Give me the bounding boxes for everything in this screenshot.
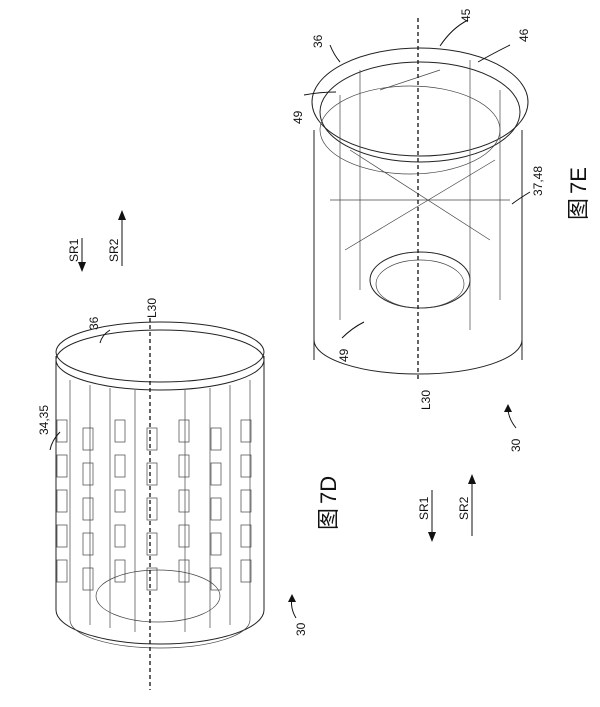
spring-tab <box>146 497 158 521</box>
spring-tab <box>210 567 222 591</box>
spring-tab <box>146 532 158 556</box>
ring-36-outer-7e <box>311 47 529 157</box>
spring-tab <box>82 462 94 486</box>
spring-tab <box>146 567 158 591</box>
label-sr2-lower: SR2 <box>457 496 471 520</box>
figure-7d-caption: 图 7D <box>316 476 341 530</box>
label-46: 46 <box>517 28 531 42</box>
spring-tab <box>114 419 126 443</box>
label-30-7e: 30 <box>509 438 523 452</box>
spring-tab <box>178 559 190 583</box>
figure-7e-drawing <box>311 18 529 380</box>
leader-46 <box>477 44 511 63</box>
leader-34-35 <box>49 431 61 451</box>
sr1-arrowhead-upper <box>78 262 86 272</box>
spring-tab <box>114 489 126 513</box>
spring-tab <box>56 454 68 478</box>
label-sr2-upper: SR2 <box>107 238 121 262</box>
spring-tab <box>178 524 190 548</box>
label-49-top: 49 <box>291 110 305 124</box>
spring-tab <box>146 427 158 451</box>
figure-7d-number: 7D <box>316 476 341 504</box>
label-30-7d: 30 <box>294 622 308 636</box>
leader-lines <box>49 19 531 619</box>
cylinder-7d-bottom-inner <box>69 619 251 649</box>
spring-tab <box>114 559 126 583</box>
spring-tab <box>240 454 252 478</box>
spring-tab <box>82 567 94 591</box>
bore-49-bottom-inner <box>375 259 465 309</box>
spring-tab <box>56 489 68 513</box>
cylinder-7d-bore <box>95 569 221 623</box>
spring-tab <box>210 427 222 451</box>
spring-tab <box>210 497 222 521</box>
spring-tab <box>114 524 126 548</box>
arrowhead-30-7e <box>504 404 512 412</box>
spring-tab <box>56 524 68 548</box>
spring-tabs-34-35 <box>56 419 252 591</box>
leader-36-7e <box>329 44 341 63</box>
leader-36-7d <box>99 329 111 344</box>
cylinder-7d-strips <box>89 385 231 632</box>
label-37-48: 37,48 <box>531 166 545 196</box>
label-l30-7d: L30 <box>145 298 159 318</box>
cylinder-7e-internal-frame <box>330 60 510 330</box>
ring-36-inner-7e <box>319 61 521 163</box>
cylinder-7e-bottom-outer <box>313 339 523 375</box>
figure-7d-drawing <box>55 318 265 690</box>
leader-45 <box>439 19 469 47</box>
spring-tab <box>240 559 252 583</box>
spring-tab <box>240 489 252 513</box>
figure-7e-glyph: 图 <box>566 198 591 220</box>
arrowhead-30-7d <box>288 594 296 602</box>
spring-tab <box>240 524 252 548</box>
spring-tab <box>56 559 68 583</box>
label-49-bottom: 49 <box>337 348 351 362</box>
label-sr1-lower: SR1 <box>417 496 431 520</box>
spring-tab <box>56 419 68 443</box>
spring-tab <box>82 532 94 556</box>
spring-tab <box>210 532 222 556</box>
label-45: 45 <box>459 8 473 22</box>
sr2-arrowhead-upper <box>118 210 126 220</box>
label-36-7e: 36 <box>311 34 325 48</box>
rotation-arrows-upper <box>78 210 126 272</box>
spring-tab <box>178 489 190 513</box>
rotation-arrows-lower <box>428 474 476 542</box>
ring-36-top-outer <box>55 321 265 383</box>
figure-7d-glyph: 图 <box>316 508 341 530</box>
spring-tab <box>240 419 252 443</box>
figure-7e-number: 7E <box>566 167 591 194</box>
cylinder-7d-bottom-outer <box>55 609 265 645</box>
spring-tab <box>114 454 126 478</box>
label-36-7d: 36 <box>87 316 101 330</box>
spring-tab <box>82 427 94 451</box>
ring-36-top-inner <box>55 329 265 391</box>
spring-tab <box>178 419 190 443</box>
label-sr1-upper: SR1 <box>67 238 81 262</box>
spring-tab <box>210 462 222 486</box>
leader-37-48 <box>511 191 531 205</box>
spring-tab <box>82 497 94 521</box>
label-34-35: 34,35 <box>37 405 51 435</box>
bore-49-bottom <box>369 251 471 309</box>
ring-36-seat-7e <box>319 85 501 175</box>
spring-tab <box>178 454 190 478</box>
figure-7e-caption: 图 7E <box>566 167 591 220</box>
label-l30-7e: L30 <box>419 390 433 410</box>
leader-49-bottom <box>341 321 365 339</box>
sr1-arrowhead-lower <box>428 532 436 542</box>
leader-49-top <box>303 91 337 96</box>
sr2-arrowhead-lower <box>468 474 476 484</box>
spring-tab <box>146 462 158 486</box>
